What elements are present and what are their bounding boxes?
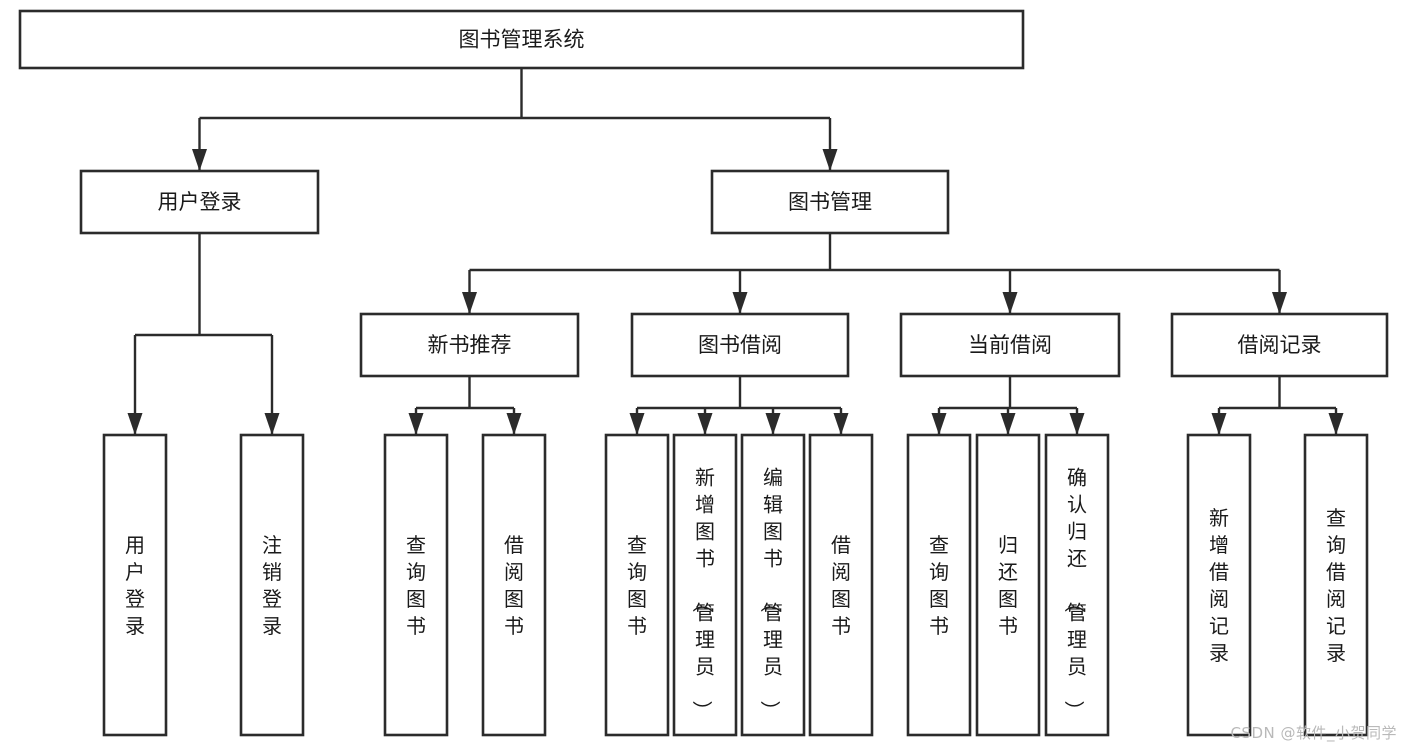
- book-borrow-arrow-1: [697, 413, 713, 435]
- node-leaf-add-record-label: 新增借阅记录: [1209, 506, 1229, 665]
- borrow-record-arrow-1: [1328, 413, 1344, 435]
- node-leaf-edit-book[interactable]: 编辑图书（管理员）: [740, 433, 806, 737]
- book-manage-arrow-3: [1272, 292, 1287, 314]
- book-borrow-arrow-0: [629, 413, 645, 435]
- node-leaf-user-logout[interactable]: 注销登录: [239, 433, 305, 737]
- node-borrow-record[interactable]: 借阅记录: [1170, 312, 1389, 378]
- node-root-book-management-system-rect: [18, 9, 1025, 70]
- node-current-borrow[interactable]: 当前借阅: [899, 312, 1121, 378]
- node-leaf-query-book-2[interactable]: 查询图书: [604, 433, 670, 737]
- node-current-borrow-rect: [899, 312, 1121, 378]
- node-leaf-query-book-3-label: 查询图书: [929, 533, 949, 638]
- node-leaf-user-login-rect: [102, 433, 168, 737]
- node-leaf-query-book-2-rect: [604, 433, 670, 737]
- node-boxes-layer: 图书管理系统用户登录图书管理新书推荐图书借阅当前借阅借阅记录用户登录注销登录查询…: [18, 9, 1389, 737]
- node-leaf-borrow-book-2-label: 借阅图书: [831, 533, 851, 638]
- csdn-watermark: CSDN @软件_小贺同学: [1230, 724, 1397, 742]
- node-leaf-query-book-1-label: 查询图书: [406, 533, 426, 638]
- node-user-login-rect: [79, 169, 320, 235]
- node-leaf-query-book-2-label: 查询图书: [627, 533, 647, 638]
- book-manage-arrow-2: [1002, 292, 1018, 314]
- node-leaf-borrow-book-1[interactable]: 借阅图书: [481, 433, 547, 737]
- node-book-borrow[interactable]: 图书借阅: [630, 312, 850, 378]
- node-leaf-add-record[interactable]: 新增借阅记录: [1186, 433, 1252, 737]
- node-leaf-query-record-label: 查询借阅记录: [1326, 506, 1346, 665]
- node-book-borrow-label: 图书借阅: [698, 333, 782, 357]
- node-leaf-user-logout-rect: [239, 433, 305, 737]
- node-root-book-management-system-label: 图书管理系统: [459, 28, 585, 52]
- node-leaf-confirm-return-rect: [1044, 433, 1110, 737]
- node-borrow-record-label: 借阅记录: [1238, 333, 1322, 357]
- node-borrow-record-rect: [1170, 312, 1389, 378]
- node-book-borrow-rect: [630, 312, 850, 378]
- node-leaf-confirm-return[interactable]: 确认归还（管理员）: [1044, 433, 1110, 737]
- node-leaf-query-record[interactable]: 查询借阅记录: [1303, 433, 1369, 737]
- book-borrow-arrow-2: [765, 413, 781, 435]
- node-leaf-query-book-1-rect: [383, 433, 449, 737]
- current-borrow-arrow-0: [931, 413, 947, 435]
- new-book-recommend-arrow-1: [506, 413, 522, 435]
- node-leaf-confirm-return-label: 确认归还（管理员）: [1062, 466, 1087, 721]
- node-leaf-query-record-rect: [1303, 433, 1369, 737]
- user-login-arrow-0: [127, 413, 143, 435]
- node-leaf-borrow-book-1-rect: [481, 433, 547, 737]
- node-book-manage-rect: [710, 169, 950, 235]
- node-leaf-query-book-3[interactable]: 查询图书: [906, 433, 972, 737]
- root-arrow-0: [192, 149, 207, 171]
- node-leaf-borrow-book-2[interactable]: 借阅图书: [808, 433, 874, 737]
- connectors-layer: [127, 68, 1344, 435]
- node-current-borrow-label: 当前借阅: [968, 333, 1052, 357]
- node-leaf-return-book[interactable]: 归还图书: [975, 433, 1041, 737]
- book-borrow-arrow-3: [833, 413, 849, 435]
- node-leaf-return-book-rect: [975, 433, 1041, 737]
- book-manage-arrow-0: [462, 292, 477, 314]
- node-leaf-add-book[interactable]: 新增图书（管理员）: [672, 433, 738, 737]
- borrow-record-arrow-0: [1211, 413, 1227, 435]
- node-new-book-recommend-label: 新书推荐: [428, 333, 512, 357]
- node-new-book-recommend[interactable]: 新书推荐: [359, 312, 580, 378]
- node-new-book-recommend-rect: [359, 312, 580, 378]
- node-leaf-borrow-book-2-rect: [808, 433, 874, 737]
- current-borrow-arrow-1: [1000, 413, 1016, 435]
- current-borrow-arrow-2: [1069, 413, 1085, 435]
- node-user-login[interactable]: 用户登录: [79, 169, 320, 235]
- node-leaf-edit-book-label: 编辑图书（管理员）: [758, 466, 783, 721]
- node-leaf-add-book-rect: [672, 433, 738, 737]
- node-root-book-management-system[interactable]: 图书管理系统: [18, 9, 1025, 70]
- root-arrow-1: [822, 149, 838, 171]
- book-manage-arrow-1: [732, 292, 748, 314]
- node-leaf-user-login[interactable]: 用户登录: [102, 433, 168, 737]
- node-book-manage-label: 图书管理: [788, 190, 872, 214]
- node-leaf-query-book-3-rect: [906, 433, 972, 737]
- node-leaf-user-logout-label: 注销登录: [262, 533, 282, 638]
- node-user-login-label: 用户登录: [158, 190, 242, 214]
- node-leaf-query-book-1[interactable]: 查询图书: [383, 433, 449, 737]
- node-book-manage[interactable]: 图书管理: [710, 169, 950, 235]
- node-leaf-edit-book-rect: [740, 433, 806, 737]
- new-book-recommend-arrow-0: [408, 413, 424, 435]
- node-leaf-user-login-label: 用户登录: [125, 533, 145, 638]
- node-leaf-borrow-book-1-label: 借阅图书: [504, 533, 524, 638]
- node-leaf-add-record-rect: [1186, 433, 1252, 737]
- node-leaf-add-book-label: 新增图书（管理员）: [690, 466, 715, 721]
- user-login-arrow-1: [264, 413, 280, 435]
- node-leaf-return-book-label: 归还图书: [998, 533, 1018, 638]
